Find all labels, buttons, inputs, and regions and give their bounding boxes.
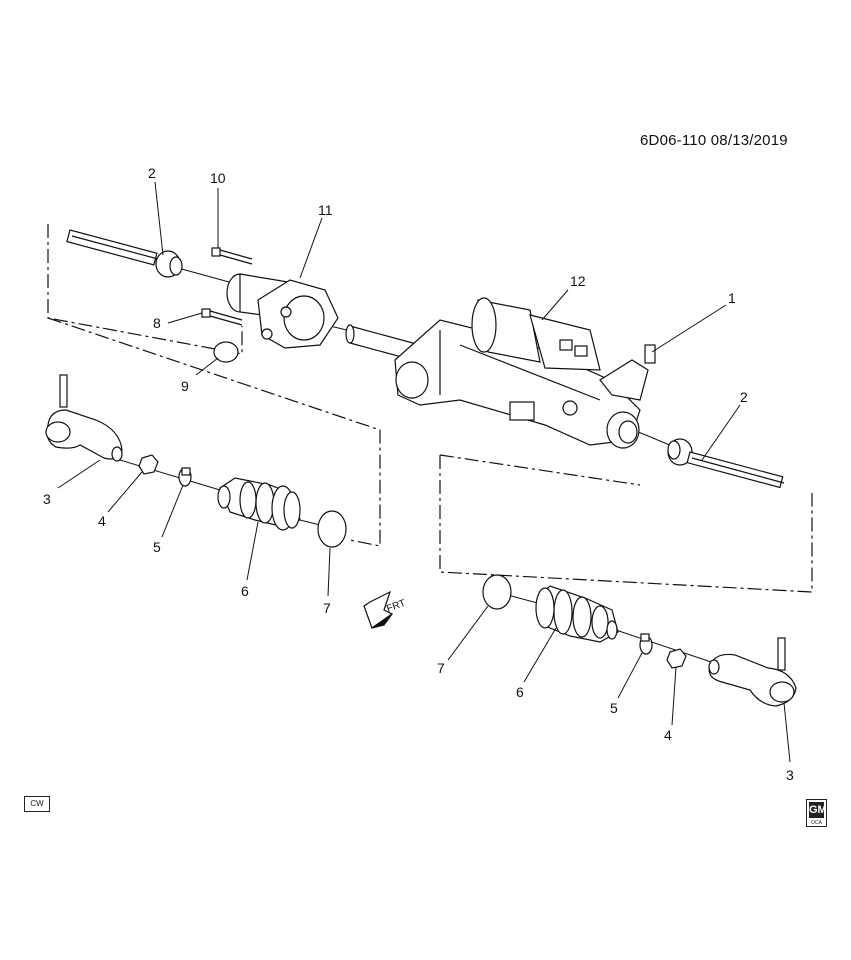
tie-rod-end-right [708,637,797,707]
boot-clamp-left [178,467,192,487]
left-assembly-box [47,224,381,547]
right-assembly-box [439,454,813,593]
callout-6-right: 6 [516,684,524,700]
cw-code-box: CW [24,796,50,812]
boot-right [535,585,619,643]
jam-nut-right [666,648,687,669]
callout-10: 10 [210,170,226,186]
jam-nut-left [138,454,159,475]
assist-motor-12 [471,297,601,371]
tie-rod-end-left [45,374,123,462]
inner-tie-rod-right [667,438,785,489]
callout-7-right: 7 [437,660,445,676]
ring-9 [213,341,239,363]
inner-tie-rod-left [66,229,183,278]
gear-housing-11 [226,273,339,349]
gm-logo: GM OCA [806,799,827,827]
boot-clamp-right [639,633,653,655]
boot-left [217,477,301,531]
diagram-id: 6D06-110 08/13/2019 [640,132,788,149]
callout-6-left: 6 [241,583,249,599]
callout-4-right: 4 [664,727,672,743]
gm-logo-subtext: OCA [811,820,822,826]
callout-4-left: 4 [98,513,106,529]
bolt-8 [201,308,243,326]
callout-3-left: 3 [43,491,51,507]
gm-logo-text: GM [809,802,827,818]
leader-lines [57,181,791,763]
callout-1: 1 [728,290,736,306]
callout-9: 9 [181,378,189,394]
ring-7-right [482,574,512,610]
callout-2-left: 2 [148,165,156,181]
callout-2-right: 2 [740,389,748,405]
front-direction-arrow [363,590,394,629]
callout-5-left: 5 [153,539,161,555]
frt-label: FRT [385,598,407,615]
steering-gear-housing-1 [394,319,656,449]
callout-3-right: 3 [786,767,794,783]
callout-11: 11 [318,202,333,218]
callout-8: 8 [153,315,161,331]
callout-7-left: 7 [323,600,331,616]
callout-5-right: 5 [610,700,618,716]
bolt-10 [211,247,253,265]
ring-7-left [317,510,347,548]
centerline [119,267,721,666]
callout-12: 12 [570,273,586,289]
